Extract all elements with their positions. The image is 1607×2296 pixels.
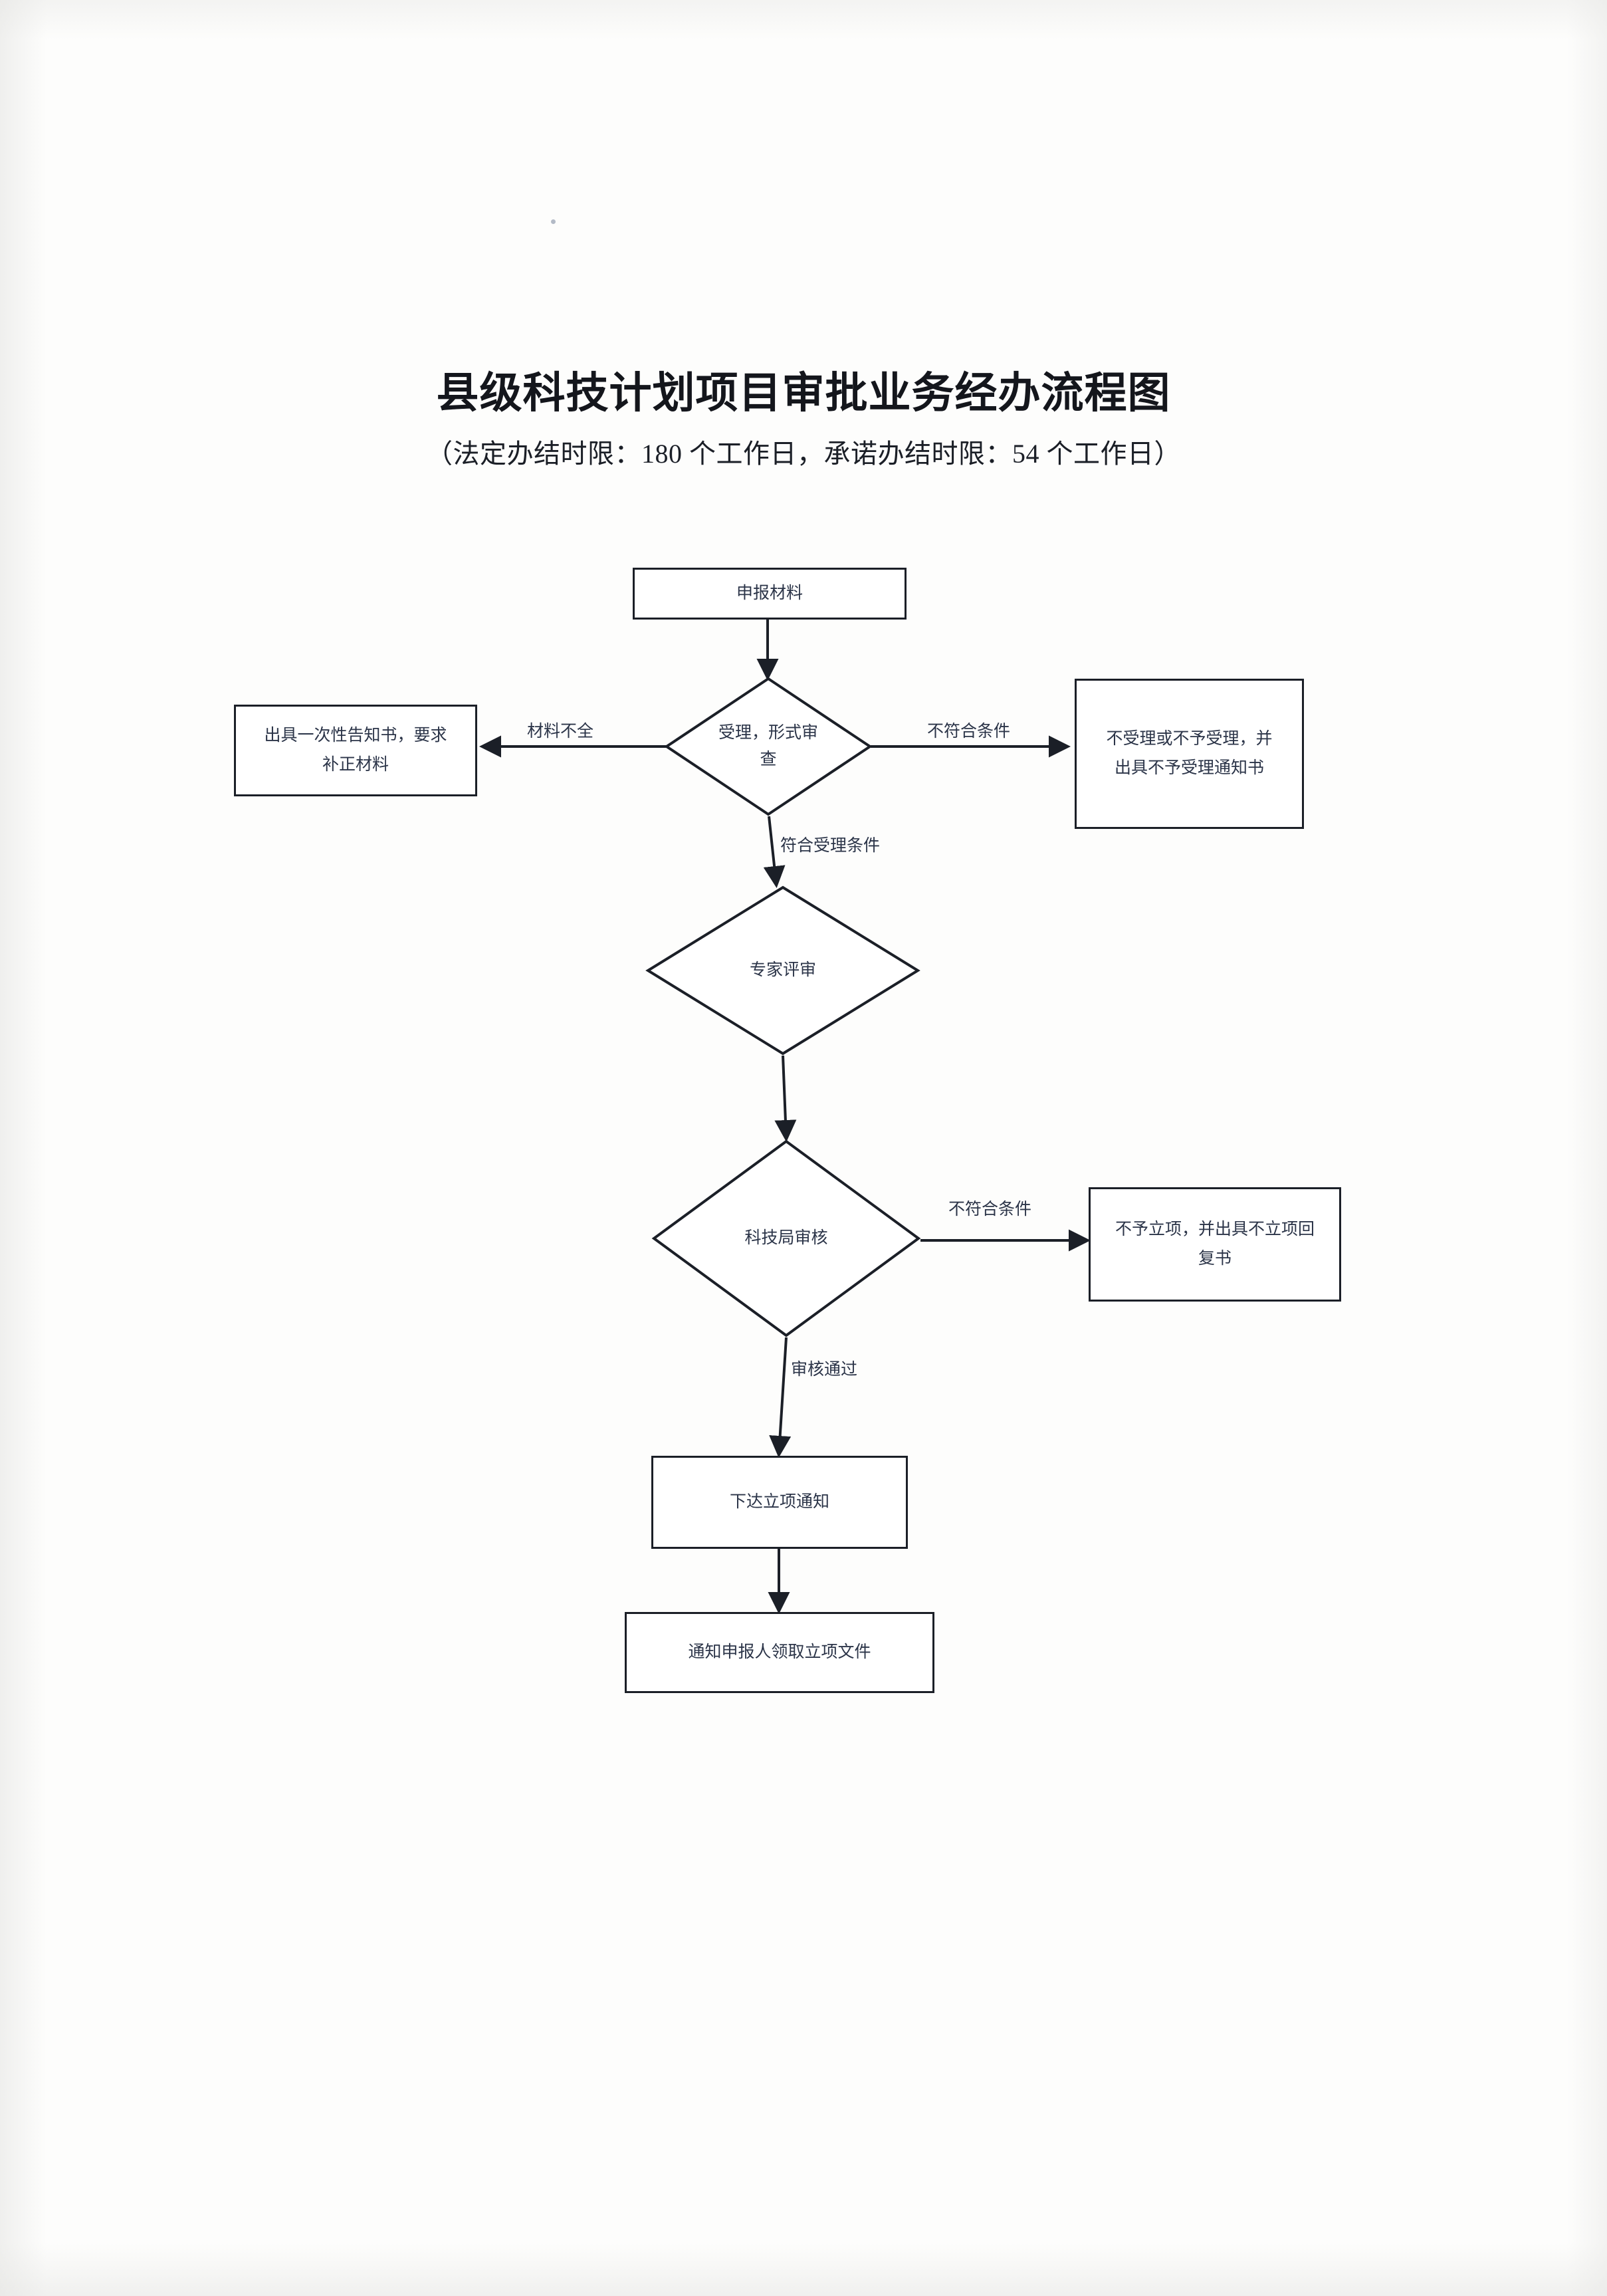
- edge-label-not-meeting-conditions-1: 不符合条件: [927, 723, 1011, 741]
- node-issue-project-approval-notice[interactable]: 下达立项通知: [651, 1456, 908, 1549]
- node-issue-one-time-notice[interactable]: 出具一次性告知书，要求 补正材料: [234, 705, 477, 796]
- node-label: 通知申报人领取立项文件: [688, 1643, 871, 1662]
- scan-speck: [551, 219, 556, 224]
- diamond-shape: [664, 677, 873, 816]
- diamond-shape: [645, 885, 920, 1056]
- node-notify-applicant-collect-documents[interactable]: 通知申报人领取立项文件: [625, 1612, 934, 1693]
- node-label: 下达立项通知: [729, 1493, 829, 1512]
- node-label-line2: 复书: [1198, 1250, 1232, 1268]
- node-label-line2: 出具不予受理通知书: [1114, 759, 1264, 777]
- node-label-line2: 补正材料: [322, 756, 389, 774]
- node-label-group: 不予立项，并出具不立项回 复书: [1115, 1215, 1315, 1274]
- node-reject-project-reply[interactable]: 不予立项，并出具不立项回 复书: [1089, 1187, 1341, 1302]
- node-label-line1: 出具一次性告知书，要求: [264, 727, 447, 745]
- page-subtitle: （法定办结时限：180 个工作日，承诺办结时限：54 个工作日）: [426, 439, 1181, 469]
- node-label-group: 不受理或不予受理，并 出具不予受理通知书: [1106, 725, 1272, 783]
- edge-label-not-meeting-conditions-2: 不符合条件: [948, 1201, 1032, 1218]
- edge-label-incomplete-materials: 材料不全: [527, 723, 594, 741]
- node-acceptance-formal-review[interactable]: 受理，形式审 查: [664, 677, 873, 816]
- node-label-group: 出具一次性告知书，要求 补正材料: [264, 721, 447, 780]
- page-title: 县级科技计划项目审批业务经办流程图: [436, 370, 1171, 417]
- edge-label-review-passed: 审核通过: [791, 1361, 858, 1379]
- diamond-shape: [651, 1139, 921, 1337]
- node-label: 申报材料: [736, 584, 803, 603]
- node-label-line1: 不受理或不予受理，并: [1106, 730, 1273, 748]
- node-reject-acceptance-notice[interactable]: 不受理或不予受理，并 出具不予受理通知书: [1075, 679, 1304, 829]
- node-application-materials[interactable]: 申报材料: [633, 568, 907, 620]
- node-expert-review[interactable]: 专家评审: [645, 885, 920, 1056]
- node-bureau-review[interactable]: 科技局审核: [651, 1139, 921, 1337]
- edge-label-meets-acceptance-conditions: 符合受理条件: [780, 837, 881, 855]
- node-label-line1: 不予立项，并出具不立项回: [1115, 1220, 1315, 1239]
